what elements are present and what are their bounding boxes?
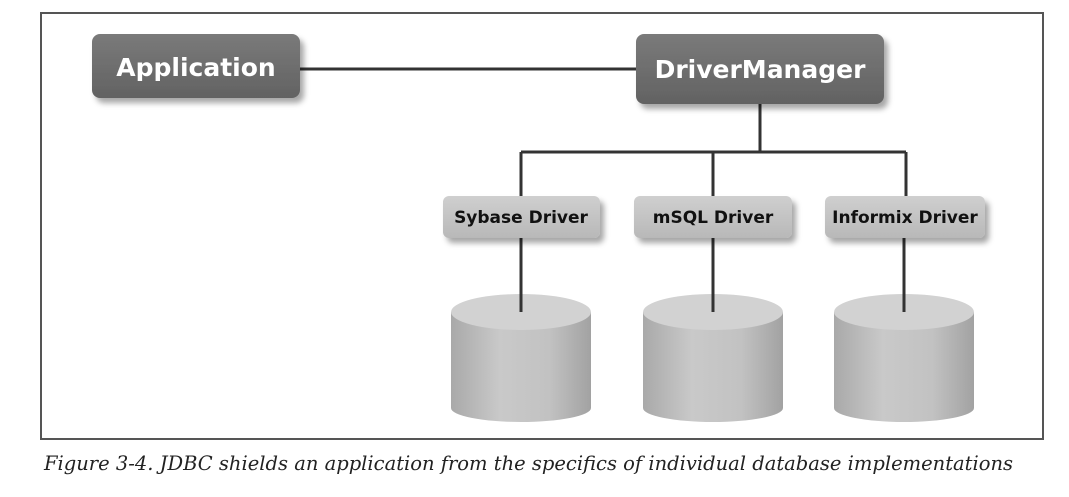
sybase-driver-label: Sybase Driver [454,208,588,228]
driver-manager-label: DriverManager [655,55,866,84]
sybase-database-icon [451,294,591,422]
connectors [300,67,908,196]
application-label: Application [116,53,275,82]
sybase-driver-node [443,196,600,238]
informix-database-icon [834,294,974,422]
msql-database-icon [643,294,783,422]
informix-driver-node [825,196,985,238]
driver-manager-node [636,34,884,104]
application-node [92,34,300,98]
msql-driver-label: mSQL Driver [653,208,774,228]
informix-driver-label: Informix Driver [832,208,978,228]
msql-driver-node [634,196,792,238]
figure-caption: Figure 3-4. JDBC shields an application … [44,452,1014,475]
